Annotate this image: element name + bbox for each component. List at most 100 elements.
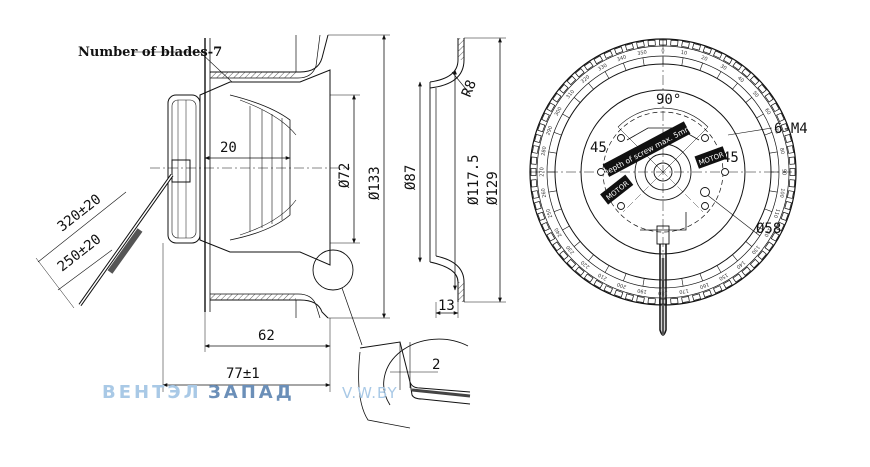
- dim-d72: Ø72: [337, 163, 353, 188]
- scale-slot: [670, 297, 679, 305]
- scale-number: 0: [661, 49, 664, 55]
- scale-number: 190: [637, 287, 647, 295]
- scale-tick: [573, 241, 581, 247]
- scale-slot: [681, 41, 690, 48]
- depth-label: Depth of screw max. 5mm: [601, 123, 693, 178]
- scale-slot: [647, 297, 656, 305]
- scale-tick: [548, 190, 557, 193]
- scale-slot: [559, 84, 569, 94]
- scale-tick: [573, 97, 581, 103]
- scale-slot: [732, 61, 743, 71]
- scale-slot: [647, 39, 656, 47]
- ground-symbol: [700, 187, 710, 197]
- scale-slot: [702, 46, 712, 55]
- dim-62: 62: [258, 328, 275, 344]
- watermark-brand-a: ВЕНТЭЛ: [102, 382, 202, 403]
- scale-number: 270: [540, 167, 546, 177]
- dim-r8: R8: [459, 78, 480, 100]
- scale-tick: [756, 225, 764, 231]
- scale-number: 180: [658, 290, 668, 296]
- scale-number: 260: [541, 188, 549, 198]
- cable-length-short: 250±20: [55, 231, 105, 275]
- scale-slot: [532, 190, 539, 199]
- scale-number: 350: [637, 50, 647, 58]
- scale-slot: [764, 92, 774, 103]
- screw-hole: [721, 168, 729, 176]
- angle-45-left: 45: [590, 140, 607, 156]
- scale-number: 310: [565, 89, 576, 100]
- scale-slot: [789, 168, 796, 176]
- scale-slot: [575, 68, 585, 78]
- scale-slot: [636, 296, 645, 303]
- scale-tick: [553, 208, 562, 212]
- scale-slot: [625, 43, 634, 51]
- scale-slot: [566, 75, 577, 86]
- scale-number: 160: [699, 281, 710, 290]
- scale-tick: [699, 62, 703, 71]
- scale-tick: [562, 225, 570, 231]
- scale-slot: [552, 92, 562, 103]
- screw-hole: [617, 134, 625, 142]
- scale-slot: [713, 50, 723, 59]
- scale-tick: [756, 113, 764, 119]
- scale-slot: [780, 211, 789, 221]
- scale-slot: [681, 296, 690, 303]
- scale-number: 70: [772, 127, 780, 135]
- scale-slot: [614, 46, 624, 55]
- scale-number: 130: [750, 244, 761, 255]
- scale-slot: [776, 222, 785, 232]
- scale-slot: [614, 289, 624, 298]
- scale-slot: [593, 279, 604, 289]
- scale-slot: [749, 258, 760, 269]
- scale-slot: [723, 279, 733, 289]
- scale-slot: [546, 102, 556, 112]
- threads-label: 6-M4: [774, 121, 808, 137]
- screw-holes: [597, 134, 729, 210]
- detail-circle: [312, 249, 354, 291]
- scale-tick: [681, 278, 684, 287]
- scale-tick: [769, 190, 778, 193]
- screw-hole: [701, 134, 709, 142]
- scale-tick: [642, 57, 645, 66]
- scale-slot: [780, 123, 789, 133]
- scale-tick: [623, 62, 627, 71]
- watermark: ВЕНТЭЛ ЗАПАД V.W.BY: [102, 382, 397, 403]
- scale-number: 100: [778, 188, 786, 198]
- scale-slot: [593, 55, 604, 65]
- front-view-text: 90° 45 45 6-M4 Ø58: [590, 92, 808, 237]
- scale-slot: [713, 285, 723, 294]
- scale-slot: [787, 190, 794, 199]
- scale-tick: [681, 57, 684, 66]
- angle-45-right: 45: [722, 150, 739, 166]
- scale-slot: [757, 250, 767, 260]
- dim-2: 2: [432, 357, 440, 373]
- scale-slot: [776, 112, 785, 122]
- scale-tick: [732, 82, 738, 90]
- scale-slot: [788, 179, 796, 188]
- scale-number: 140: [735, 259, 746, 270]
- dim-77: 77±1: [226, 366, 260, 382]
- scale-tick: [769, 151, 778, 154]
- scale-slot: [530, 168, 537, 176]
- scale-number: 340: [616, 54, 627, 63]
- scale-tick: [745, 241, 753, 247]
- scale-number: 280: [541, 146, 549, 156]
- side-view: [78, 34, 363, 346]
- scale-number: 10: [680, 50, 687, 57]
- detail-view: 2: [358, 338, 471, 429]
- screw-hole: [597, 168, 605, 176]
- profile-dimensions: [418, 37, 506, 315]
- scale-slot: [692, 293, 701, 301]
- scale-slot: [787, 145, 794, 154]
- scale-tick: [623, 273, 627, 282]
- scale-tick: [716, 71, 722, 79]
- shroud-top: [210, 34, 329, 73]
- scale-slot: [741, 68, 751, 78]
- scale-number: 170: [679, 287, 689, 295]
- screw-hole: [701, 202, 709, 210]
- scale-tick: [562, 113, 570, 119]
- scale-tick: [548, 151, 557, 154]
- scale-slot: [757, 84, 767, 94]
